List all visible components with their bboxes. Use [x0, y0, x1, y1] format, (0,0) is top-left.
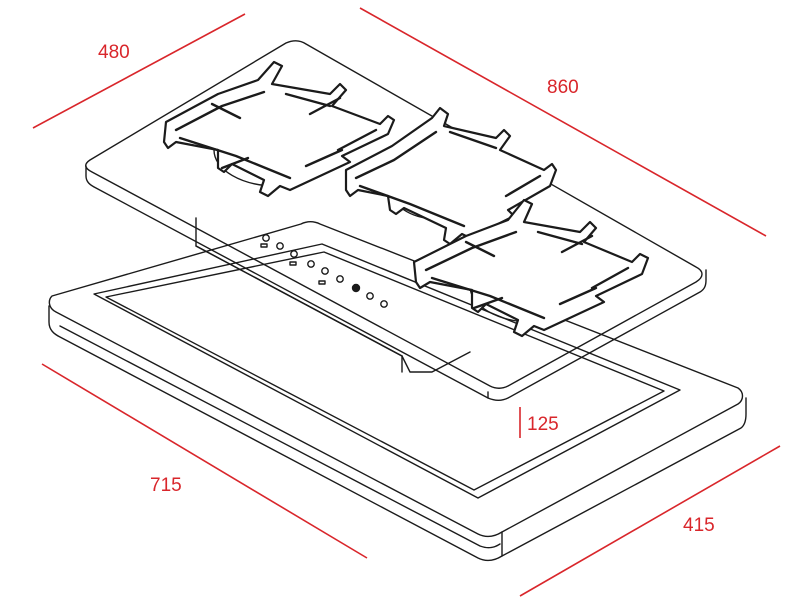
control-knob[interactable] [276, 242, 284, 250]
control-knob[interactable] [262, 234, 270, 242]
control-knob[interactable] [380, 300, 388, 308]
glass-top-plate [85, 40, 707, 401]
power-button[interactable] [351, 283, 361, 293]
cutout-frame [48, 221, 747, 562]
control-panel [260, 234, 388, 308]
control-knob[interactable] [290, 250, 298, 258]
grate-middle [344, 106, 558, 246]
dimension-label-depth: 480 [98, 42, 130, 63]
dim-line-415 [519, 445, 781, 597]
grate-right [412, 198, 650, 338]
control-indicator [260, 243, 268, 248]
grate-left [162, 60, 396, 198]
dimension-label-height: 125 [527, 414, 559, 435]
control-knob[interactable] [307, 260, 315, 268]
control-knob[interactable] [321, 267, 329, 275]
dimension-label-width: 860 [547, 77, 579, 98]
control-knob[interactable] [336, 275, 344, 283]
dimension-label-cutout-depth: 415 [683, 515, 715, 536]
control-indicator [318, 280, 326, 285]
control-indicator [289, 261, 297, 266]
control-knob[interactable] [366, 292, 374, 300]
dim-line-715 [41, 363, 368, 559]
dim-line-860 [359, 7, 767, 237]
dimension-label-cutout-width: 715 [150, 475, 182, 496]
dim-line-480 [32, 13, 246, 129]
